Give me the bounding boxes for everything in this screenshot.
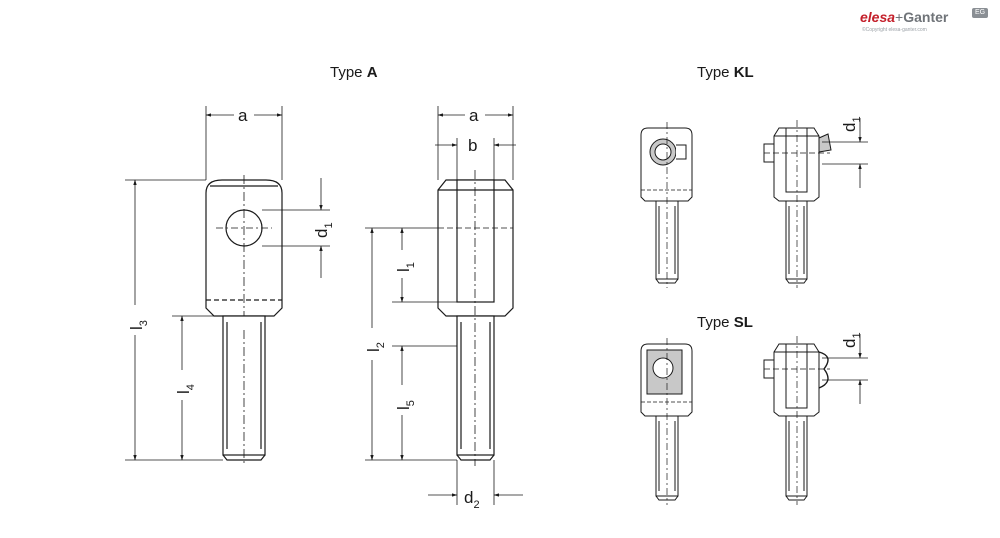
type-kl-front-view (640, 122, 693, 288)
svg-text:d1: d1 (840, 116, 863, 132)
type-a-front-dimensions (125, 106, 330, 461)
dim-label-l4: l4 (174, 384, 197, 394)
dim-label-d1-type-a: d1 (312, 222, 335, 238)
title-type-kl: Type KL (697, 64, 754, 81)
type-sl-front-view (640, 338, 693, 505)
dim-label-l2: l2 (364, 342, 387, 352)
svg-text:l3: l3 (127, 320, 150, 330)
type-kl-side-view (763, 120, 832, 288)
title-type-sl: Type SL (697, 314, 753, 331)
type-sl-dimensions (822, 334, 868, 404)
svg-text:l4: l4 (174, 384, 197, 394)
type-sl-side-view (763, 336, 830, 505)
type-a-side-dimensions (365, 106, 523, 505)
dim-label-l5: l5 (394, 400, 417, 410)
type-kl-dimensions (822, 118, 868, 188)
brand-logo: elesa+Ganter (860, 9, 949, 25)
type-a-side-view (437, 170, 514, 466)
svg-text:l5: l5 (394, 400, 417, 410)
svg-text:d1: d1 (312, 222, 335, 238)
svg-text:d1: d1 (840, 332, 863, 348)
dim-label-d2: d2 (464, 488, 480, 511)
type-a-front-view (205, 175, 283, 466)
svg-text:l1: l1 (394, 262, 417, 272)
title-type-a: Type A (330, 64, 378, 81)
copyright-note: ©Copyright elesa-ganter.com (862, 27, 927, 33)
dim-label-d1-type-kl: d1 (840, 116, 863, 132)
dim-label-l3: l3 (127, 320, 150, 330)
dim-label-l1: l1 (394, 262, 417, 272)
svg-text:l2: l2 (364, 342, 387, 352)
dim-label-a-front: a (238, 106, 248, 125)
brand-badge: EG (972, 8, 988, 18)
dim-label-a-side: a (469, 106, 479, 125)
dim-label-b: b (468, 136, 477, 155)
dim-label-d1-type-sl: d1 (840, 332, 863, 348)
